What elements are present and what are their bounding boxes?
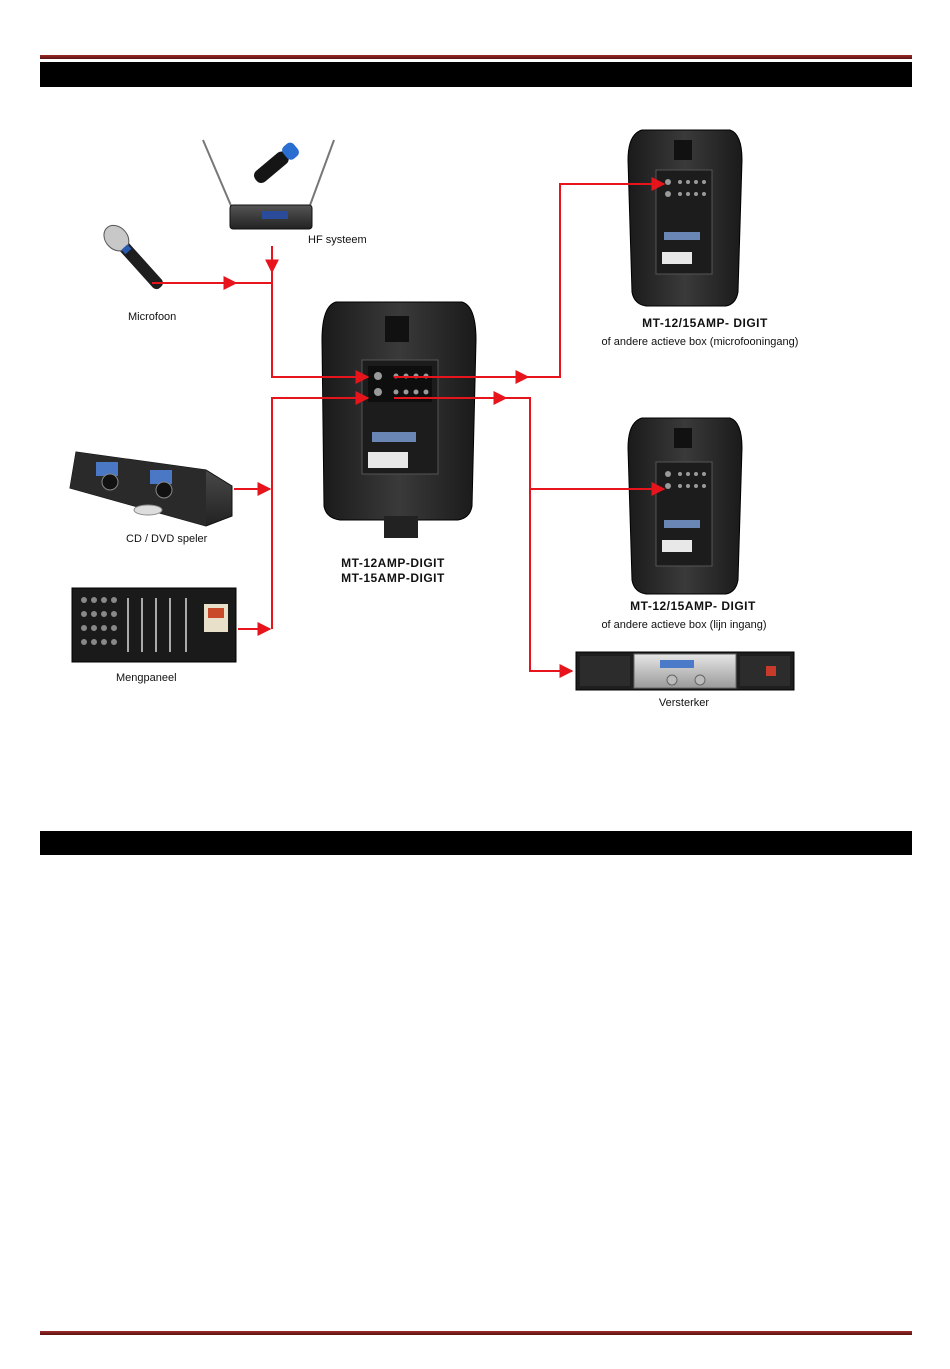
mixer-device: [72, 588, 236, 662]
speaker-top-note: of andere actieve box (microfooningang): [602, 336, 799, 348]
main-speaker-model-1: MT-12AMP-DIGIT: [341, 556, 445, 570]
cable-to-amplifier: [530, 489, 572, 671]
amplifier-device: [576, 652, 794, 690]
speaker-top-model: MT-12/15AMP- DIGIT: [642, 316, 768, 330]
hf-system-label: HF systeem: [308, 234, 367, 246]
cd-player-label: CD / DVD speler: [126, 533, 208, 545]
hf-system-device: [203, 140, 334, 229]
amplifier-label: Versterker: [659, 697, 709, 709]
speaker-mid-device: [628, 418, 742, 594]
mixer-label: Mengpaneel: [116, 672, 177, 684]
speaker-mid-model: MT-12/15AMP- DIGIT: [630, 599, 756, 613]
speaker-mid-note: of andere actieve box (lijn ingang): [601, 619, 766, 631]
cd-player-device: [70, 452, 232, 526]
microphone-label: Microfoon: [128, 311, 176, 323]
main-speaker-device: [322, 302, 476, 538]
speaker-top-device: [628, 130, 742, 306]
main-speaker-model-2: MT-15AMP-DIGIT: [341, 571, 445, 585]
